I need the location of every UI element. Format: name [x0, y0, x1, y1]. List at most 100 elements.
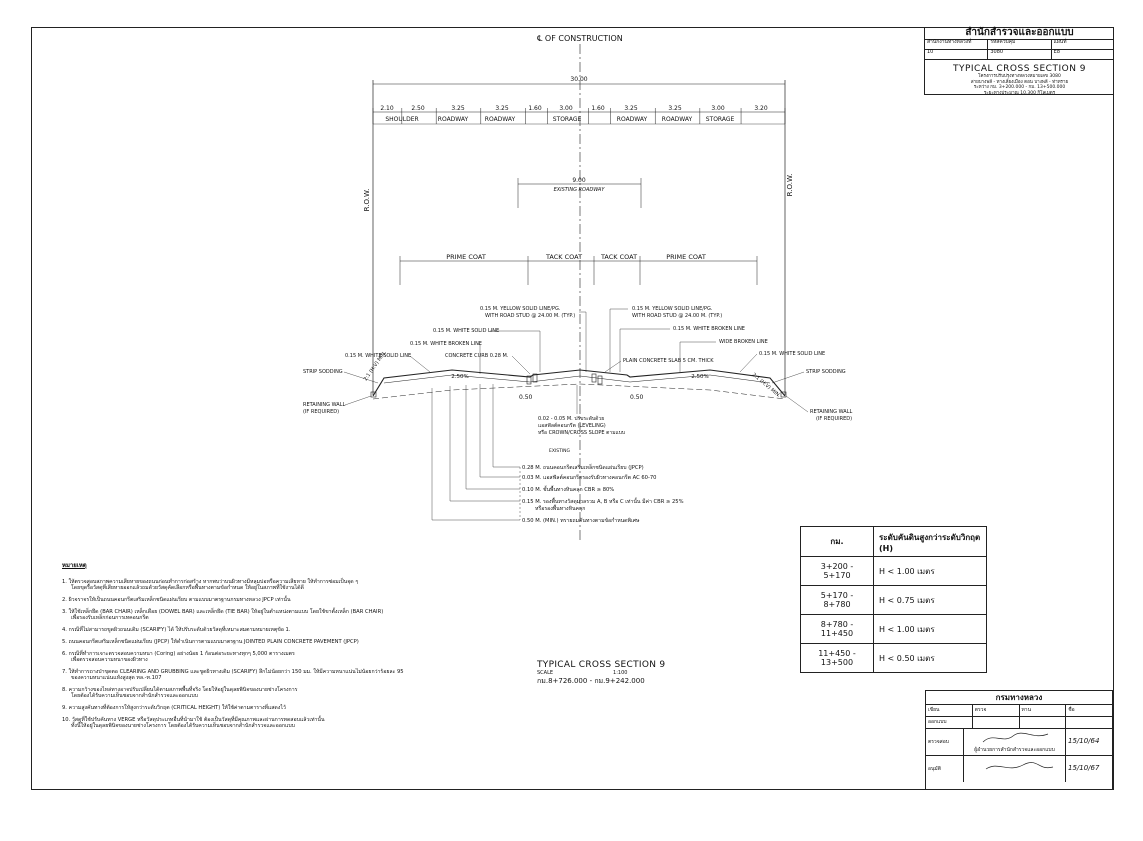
callout-left: RETAINING WALL	[303, 402, 345, 408]
layer-label: 0.28 M. ถนนคอนกรีตเสริมเหล็กชนิดแผ่นเรีย…	[522, 463, 644, 471]
segment-ticks	[372, 108, 786, 124]
segment-width: 3.00	[559, 105, 573, 112]
table-cell-km: 8+780 - 11+450	[800, 614, 874, 644]
scale-value: 1:100	[613, 670, 628, 676]
approval-row: ออกแบบ	[926, 717, 1112, 729]
segment-width: 3.25	[668, 105, 682, 112]
callout-left: (IF REQUIRED)	[303, 409, 339, 415]
lane-label: ROADWAY	[662, 116, 693, 123]
lane-label: SHOULDER	[385, 116, 418, 123]
callout-left: CONCRETE CURB 0.28 M.	[445, 353, 509, 359]
layer-label: หรือรองพื้นทางหินคลุก	[535, 504, 585, 512]
right-callouts: 0.15 M. YELLOW SOLID LINE/PG. WITH ROAD …	[604, 306, 852, 422]
segment-width: 2.50	[411, 105, 425, 112]
offset-right: 0.50	[630, 394, 644, 401]
total-width-value: 30.00	[570, 76, 587, 83]
section-label-title: TYPICAL CROSS SECTION 9	[537, 660, 666, 670]
note-item: 3. ให้ใช้เหล็กยึด (BAR CHAIR) เหล็กเดือย…	[62, 609, 384, 621]
segment-width: 2.10	[380, 105, 394, 112]
coat-label: TACK COAT	[600, 253, 637, 261]
lane-labels: SHOULDER ROADWAY ROADWAY STORAGE ROADWAY…	[385, 116, 734, 123]
callout-left: 0.15 M. YELLOW SOLID LINE/PG.	[480, 306, 561, 312]
note-item: 2. ผิวจราจรให้เป็นถนนคอนกรีตเสริมเหล็กชน…	[62, 597, 291, 603]
callout-right: WIDE BROKEN LINE	[719, 339, 768, 345]
callout-left: 0.15 M. WHITE SOLID LINE	[433, 328, 499, 334]
note-item: 6. กรณีที่ทำการเจาะตรวจสอบความหนา (Corin…	[62, 651, 295, 663]
note-item: 1. ให้ตรวจสอบสภาพความเสียหายของถนนก่อนทำ…	[62, 579, 359, 591]
table-cell-km: 5+170 - 8+780	[800, 585, 874, 615]
coat-label: PRIME COAT	[446, 253, 486, 261]
segment-width: 3.25	[624, 105, 638, 112]
layer-label: 0.50 M. (MIN.) ทรายถมคันทางตามข้อกำหนดพิ…	[522, 517, 640, 524]
row-left-label: R.O.W.	[363, 189, 371, 212]
left-callouts: 0.15 M. YELLOW SOLID LINE/PG. WITH ROAD …	[303, 306, 587, 415]
callout-right: STRIP SODDING	[806, 369, 846, 375]
signature-icon	[985, 762, 1054, 770]
note-item: 5. ถนนคอนกรีตเสริมเหล็กชนิดแผ่นเรียบ (JP…	[62, 639, 359, 645]
notes-heading: หมายเหตุ	[62, 562, 87, 569]
table-header-km: กม.	[800, 526, 874, 557]
layer-labels: 0.28 M. ถนนคอนกรีตเสริมเหล็กชนิดแผ่นเรีย…	[522, 463, 684, 524]
curb-right	[597, 375, 603, 385]
lane-label: STORAGE	[706, 116, 735, 123]
callout-right: 0.15 M. WHITE SOLID LINE	[759, 351, 825, 357]
project-line: โครงการปรับปรุงทางหลวงหมายเลข 3080	[978, 74, 1061, 79]
drawing-sheet-border	[31, 27, 1114, 790]
km-range: กม.8+726.000 - กม.9+242.000	[537, 677, 645, 685]
existing-note: EXISTING	[549, 448, 571, 454]
table-row: 8+780 - 11+450 H < 1.00 เมตร	[800, 614, 987, 644]
scale-label: SCALE	[537, 670, 554, 676]
section-label-scale: SCALE 1:100	[537, 670, 665, 676]
table-cell-height: H < 1.00 เมตร	[873, 556, 987, 586]
note-item: 9. ความสูงคันทางที่ต้องการให้สูงกว่าระดั…	[62, 705, 286, 711]
callout-left: STRIP SODDING	[303, 369, 343, 375]
callout-left: WITH ROAD STUD @ 24.00 M. (TYP.)	[485, 313, 575, 319]
callout-right: (IF REQUIRED)	[816, 416, 852, 422]
sheet-title: TYPICAL CROSS SECTION 9	[952, 64, 1087, 74]
segment-width: 3.25	[495, 105, 509, 112]
segment-width: 3.25	[451, 105, 465, 112]
table-cell-km: 3+200 - 5+170	[800, 556, 874, 586]
note-item: 7. ให้ทำการถางป่าขุดตอ CLEARING AND GRUB…	[62, 669, 404, 681]
slope-right: 2.50%	[691, 374, 708, 380]
existing-roadway-width: 9.00	[572, 177, 586, 184]
table-row: 5+170 - 8+780 H < 0.75 เมตร	[800, 585, 987, 615]
existing-roadway-label: EXISTING ROADWAY	[554, 187, 606, 193]
layer-leaders	[431, 384, 521, 521]
title-block-header-cell: สำนักงานทางหลวงที่	[925, 40, 989, 49]
approval-block: กรมทางหลวง เขียนตรวจทานชื่อ ออกแบบ ตรวจส…	[925, 690, 1113, 790]
segment-width: 1.60	[591, 105, 605, 112]
curb-left-inner	[532, 373, 538, 383]
project-line: สายบางพลี - ทางเลี่ยงเมือง ตอน บางพลี - …	[970, 79, 1069, 85]
segment-width: 3.20	[754, 105, 768, 112]
curb-left	[526, 375, 532, 385]
callout-right: 0.15 M. WHITE BROKEN LINE	[673, 326, 745, 332]
title-block-header-cell: รหัสควบคุม	[988, 40, 1052, 49]
retaining-wall-left	[370, 391, 377, 398]
centerline-label: ℄ OF CONSTRUCTION	[537, 34, 622, 43]
slope-left: 2.50%	[451, 374, 468, 380]
notes-section: หมายเหตุ 1. ให้ตรวจสอบสภาพความเสียหายของ…	[62, 563, 662, 735]
leveling-note: หรือ CROWN/CROSS SLOPE ตามแบบ	[538, 429, 625, 436]
leveling-note: แอสฟัลต์คอนกรีต (LEVELING)	[538, 422, 606, 429]
callout-right: WITH ROAD STUD @ 24.00 M. (TYP.)	[632, 313, 722, 319]
approval-checked: ตรวจสอบ ผู้อำนวยการสำนักสำรวจและออกแบบ 1…	[926, 729, 1112, 756]
retaining-wall-right	[780, 391, 787, 398]
segment-width: 1.60	[528, 105, 542, 112]
signature-icon	[982, 732, 1049, 743]
title-block-value-row: 10 3080 E8	[925, 50, 1114, 59]
layer-label: 0.03 M. แอสฟัลต์คอนกรีตรองรับผิวทางคอนกร…	[522, 474, 656, 481]
section-label: TYPICAL CROSS SECTION 9 SCALE 1:100 กม.8…	[537, 660, 665, 687]
offset-left: 0.50	[519, 394, 533, 401]
lane-label: ROADWAY	[617, 116, 648, 123]
signature-area: ผู้อำนวยการสำนักสำรวจและออกแบบ	[964, 729, 1066, 755]
lane-label: ROADWAY	[485, 116, 516, 123]
segment-width: 3.00	[711, 105, 725, 112]
coat-label: PRIME COAT	[666, 253, 706, 261]
approval-approved: อนุมัติ 15/10/67	[926, 756, 1112, 782]
title-block-value-cell: 10	[925, 50, 989, 59]
table-cell-height: H < 0.75 เมตร	[873, 585, 987, 615]
table-header-height: ระดับคันดินสูงกว่าระดับวิกฤต (H)	[873, 526, 987, 557]
existing-ground	[372, 383, 786, 400]
project-line: ระหว่าง กม. 3+200.000 - กม. 13+500.000	[973, 85, 1066, 90]
